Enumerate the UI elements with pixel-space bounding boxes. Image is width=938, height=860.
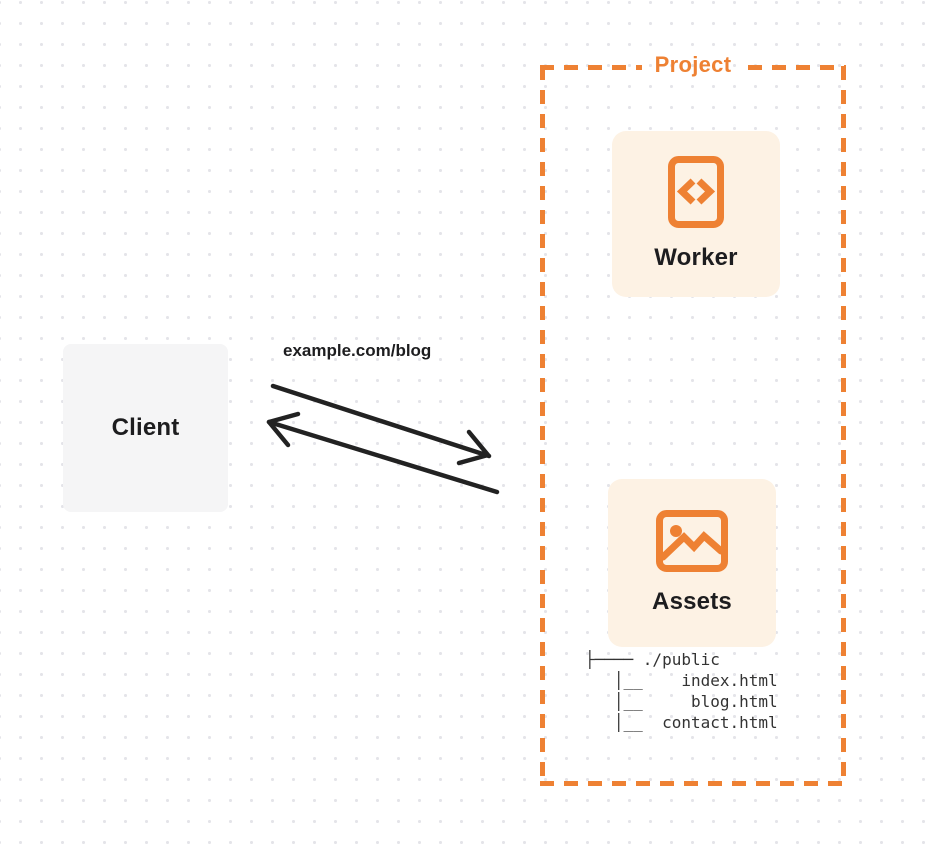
assets-label: Assets bbox=[652, 588, 732, 615]
assets-node: Assets bbox=[608, 479, 776, 647]
request-arrow bbox=[270, 383, 492, 466]
worker-label: Worker bbox=[654, 244, 738, 271]
image-icon bbox=[656, 510, 728, 572]
worker-node: Worker bbox=[612, 131, 780, 297]
code-file-icon bbox=[668, 156, 724, 228]
client-node: Client bbox=[63, 344, 228, 512]
request-url-label: example.com/blog bbox=[283, 341, 432, 360]
project-dashed-border bbox=[540, 65, 846, 786]
client-label: Client bbox=[111, 414, 180, 441]
project-label: Project bbox=[654, 52, 732, 77]
assets-file-tree: ├──── ./public │__ index.html │__ blog.h… bbox=[585, 650, 778, 732]
response-arrow bbox=[266, 411, 500, 495]
